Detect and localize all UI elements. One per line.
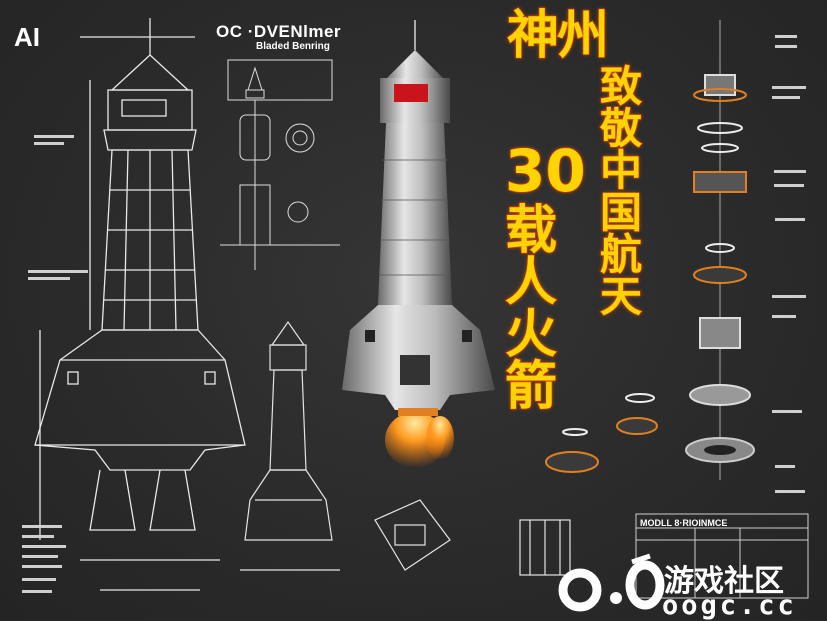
watermark-name: 游戏社区 (664, 564, 784, 599)
g-logo-icon (558, 553, 665, 612)
rendered-rocket (342, 20, 495, 468)
headline-number: 30 (504, 137, 586, 205)
headline-tribute: 致敬中国航天 (599, 62, 643, 321)
ai-label: AI (14, 22, 40, 52)
blueprint-rocket-small (240, 320, 571, 576)
blueprint-detail-top (220, 59, 340, 270)
spec-table (635, 513, 809, 599)
blueprint-rocket-large (34, 18, 246, 591)
headline-crewed-rocket: 载人火箭 (504, 201, 558, 417)
blueprint-legend-right (772, 35, 806, 493)
watermark-domain: oogc.cc (662, 590, 797, 621)
headline-shenzhou: 神州 (506, 6, 610, 66)
blueprint-title: OC ·DVENlmer (216, 22, 342, 41)
blueprint-legend-left (22, 135, 88, 593)
blueprint-subtitle: Bladed Benring (256, 41, 330, 52)
spec-table-title: MODLL 8·RIOINMCE (640, 518, 728, 528)
exploded-parts (545, 20, 755, 480)
